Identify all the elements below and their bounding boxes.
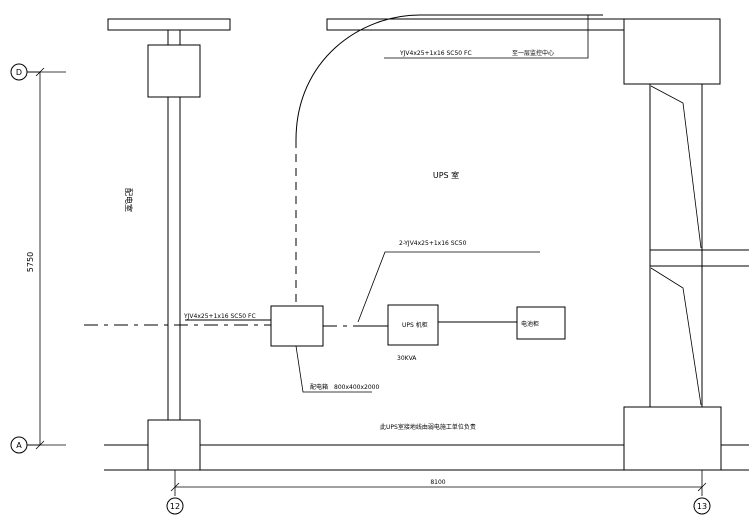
ups-capacity-label: 30KVA — [397, 355, 417, 362]
bottom-note: 此UPS室接地线由弱电施工单位负责 — [380, 423, 476, 431]
axis-label: A — [16, 441, 22, 450]
top-destination-label: 至一层监控中心 — [512, 49, 554, 57]
axis-label: D — [16, 68, 22, 77]
left-top-column — [147, 44, 201, 98]
left-top-beam — [107, 18, 231, 31]
top-cable-label: YJV4x25+1x16 SC50 FC — [399, 50, 472, 57]
axis-label: 13 — [697, 502, 707, 511]
right-top-column — [623, 18, 721, 85]
feed-cable-label: YJV4x25+1x16 SC50 FC — [183, 313, 256, 320]
top-cable-leader — [384, 15, 589, 59]
distribution-room-label: 配电室 — [124, 188, 134, 212]
right-wall-column — [623, 18, 749, 471]
battery-cabinet — [516, 306, 566, 340]
axis-marker-left-bottom: A — [10, 436, 40, 454]
ups-cabinet-label: UPS 机柜 — [402, 321, 428, 329]
distribution-box — [270, 305, 324, 347]
ups-room-label: UPS 室 — [433, 170, 459, 180]
vertical-dimension-label: 5750 — [26, 252, 35, 272]
right-bottom-column — [623, 406, 722, 471]
axis-marker-bottom-right: 13 — [693, 497, 711, 515]
window-break-line-upper — [650, 85, 702, 249]
distribution-box-label: 配电箱 — [310, 383, 328, 391]
ups-cabinet — [387, 304, 439, 346]
bottom-wall — [104, 444, 749, 471]
door-swing-arc — [295, 14, 603, 141]
left-bottom-column — [147, 419, 201, 471]
axis-marker-left-top: D — [10, 63, 40, 81]
window-break-line-lower — [650, 267, 702, 406]
top-wall — [295, 14, 626, 305]
horizontal-dimension — [170, 470, 707, 496]
battery-cabinet-label: 电池柜 — [521, 320, 539, 328]
vertical-dimension — [28, 67, 66, 450]
box-size-label: 800x400x2000 — [334, 384, 379, 391]
left-wall-column — [107, 18, 231, 471]
electrical-layout — [84, 15, 589, 393]
axis-label: 12 — [170, 502, 180, 511]
ups-cable-leader — [357, 251, 540, 323]
axis-marker-bottom-left: 12 — [166, 497, 184, 515]
box-leader — [295, 345, 372, 393]
ups-cable-label: 2-YJV4x25+1x16 SC50 — [399, 240, 467, 247]
horizontal-dimension-label: 8100 — [430, 479, 445, 486]
